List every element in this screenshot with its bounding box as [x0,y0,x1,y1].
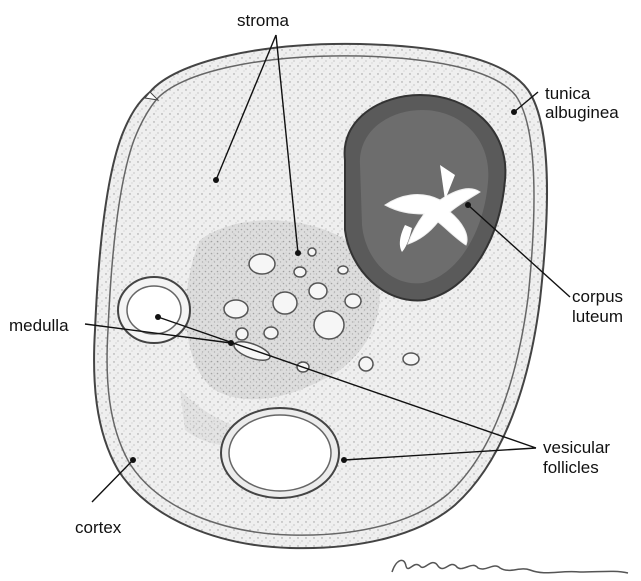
label-luteum: luteum [572,307,623,327]
artist-signature [392,560,628,573]
label-albuginea: albuginea [545,103,619,123]
label-medulla: medulla [9,316,69,336]
label-tunica: tunica [545,84,590,104]
label-vesicular: vesicular [543,438,610,458]
label-stroma: stroma [237,11,289,31]
label-corpus: corpus [572,287,623,307]
vesicular-follicle-large [221,408,339,498]
label-cortex: cortex [75,518,121,538]
label-follicles: follicles [543,458,599,478]
